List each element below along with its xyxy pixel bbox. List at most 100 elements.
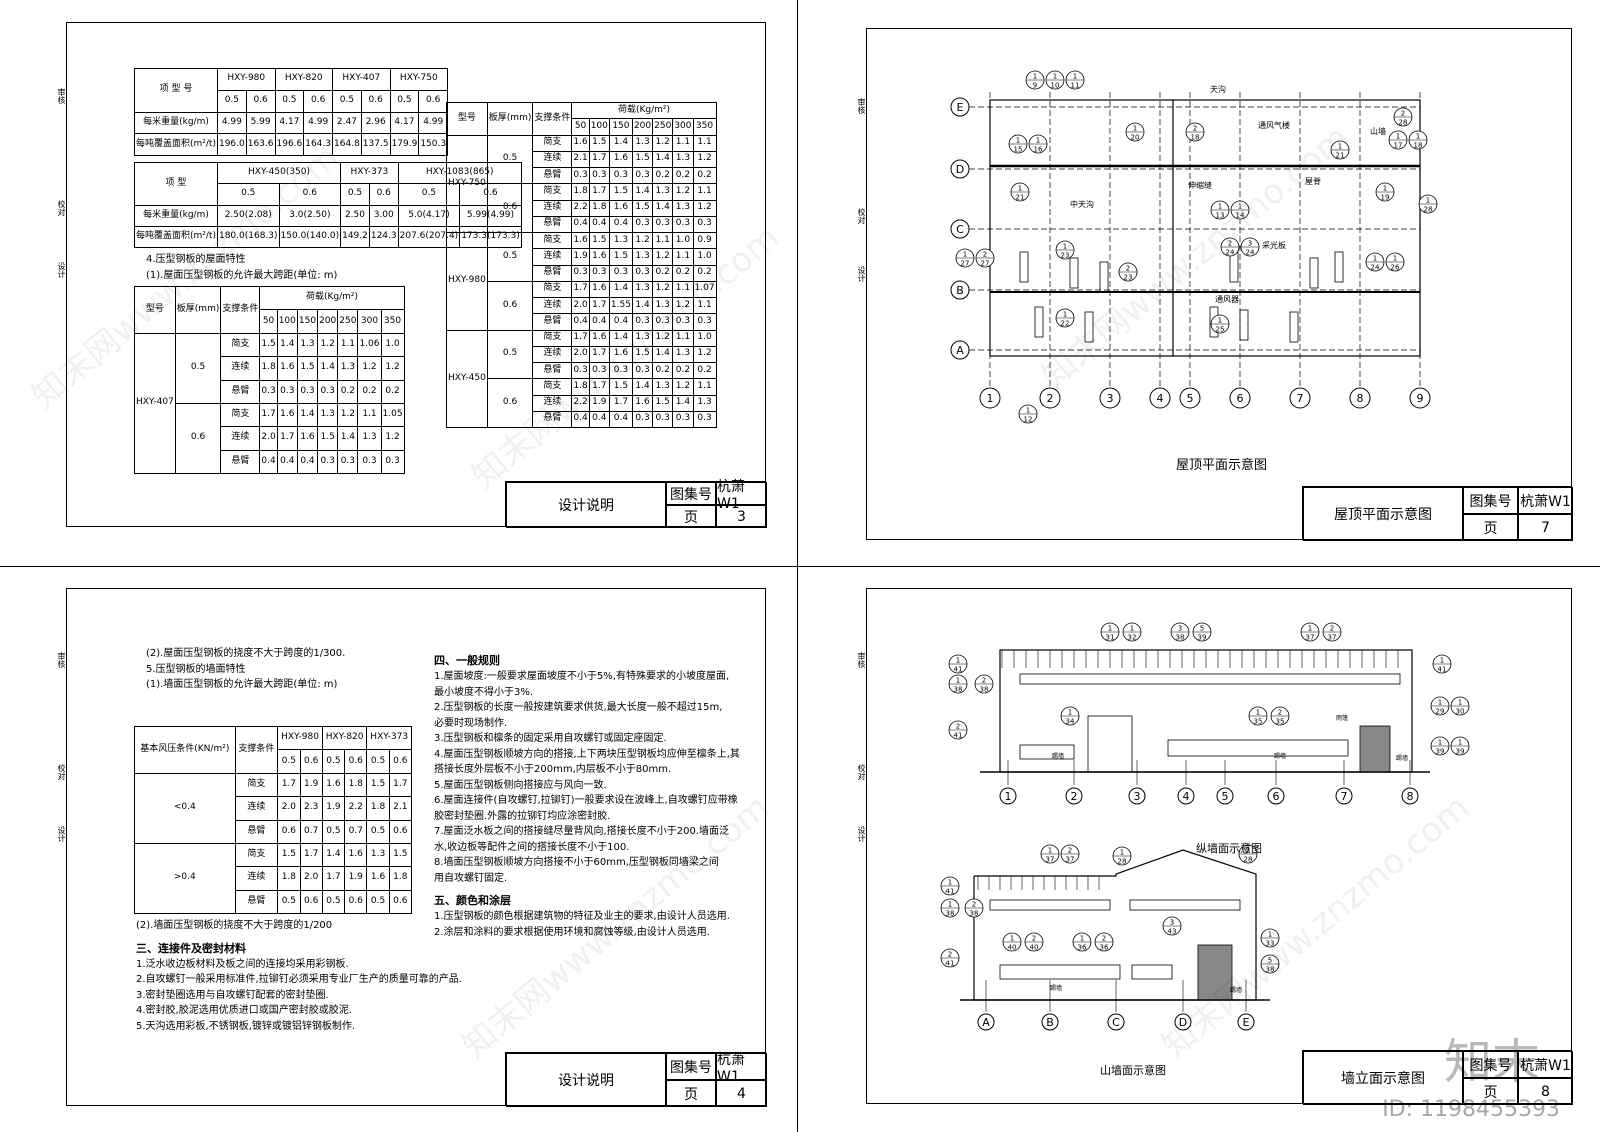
table-cell: 0.6 (299, 889, 323, 915)
table-cell: 1.7 (321, 866, 346, 891)
callout-sheet: 26 (1391, 264, 1400, 272)
callout-number: 1 (1396, 133, 1400, 141)
callout-number: 1 (1438, 739, 1442, 747)
table-cell: 0.3 (631, 215, 654, 234)
table-cell: 1.06 (357, 332, 382, 358)
table-cell: 196.0 (216, 133, 247, 156)
plan-annotation: 中天沟 (1070, 199, 1094, 209)
callout-sheet: 43 (1168, 928, 1177, 936)
table-cell: 0.3 (672, 410, 694, 429)
table-cell: 1.4 (652, 199, 674, 217)
note-line: 8.墙面压型钢板顺坡方向搭接不小于60mm,压型钢板同墙梁之间 (434, 857, 719, 869)
table-cell: 2.0 (299, 866, 323, 891)
axis-label: 7 (1341, 790, 1348, 803)
note-line: (1).墙面压型钢板的允许最大跨距(单位: m) (146, 679, 338, 690)
title-block-set-code: 杭萧W1 (716, 479, 767, 512)
callout-number: 1 (1063, 311, 1067, 319)
callout-number: 3 (1178, 625, 1182, 633)
table-cell: 1.9 (344, 866, 368, 891)
callout-number: 1 (956, 677, 960, 685)
table-cell: 1.55 (608, 296, 633, 315)
table-cell: 1.7 (588, 183, 610, 201)
side-label-check: 校对 (857, 764, 866, 780)
callout-sheet: 13 (1216, 212, 1225, 220)
note-line: 3.密封垫圈选用与自攻螺钉配套的密封垫圈. (136, 989, 329, 1001)
table-cell: 1.5 (388, 842, 413, 868)
table-cell: 3.00 (368, 204, 399, 227)
axis-label: 9 (1417, 392, 1424, 405)
table-cell: 1.4 (317, 356, 339, 381)
callout-number: 1 (1080, 935, 1084, 943)
table-cell: 1.1 (672, 329, 694, 347)
table-cell: 板厚(mm) (174, 286, 222, 334)
table-cell: 150.0(140.0) (278, 225, 342, 249)
side-label-design: 设计 (857, 266, 866, 282)
callout-sheet: 39 (1436, 748, 1445, 756)
side-label-check: 校对 (857, 208, 866, 224)
callout-number: 1 (1018, 185, 1022, 193)
title-block-set-code: 杭萧W1 (1518, 487, 1573, 514)
table-cell: 0.3 (276, 379, 298, 404)
table-cell: 连续 (532, 150, 573, 169)
table-cell: 1.8 (366, 796, 390, 821)
window-band (1019, 673, 1401, 685)
table-cell: 1.6 (366, 866, 390, 891)
axis-label: 4 (1183, 790, 1190, 803)
side-label-check: 校对 (57, 200, 66, 216)
callout-sheet: 33 (1266, 940, 1275, 948)
callout-sheet: 37 (1046, 856, 1055, 864)
table-cell: 0.6 (344, 889, 368, 915)
skylight-panel (1239, 309, 1249, 341)
skylight-panel (1084, 311, 1094, 343)
axis-bubble (1041, 1013, 1059, 1031)
table-cell: 1.4 (672, 394, 694, 412)
callout-sheet: 24 (1226, 249, 1235, 257)
entry-door (1087, 715, 1133, 773)
table-cell: 2.50 (340, 204, 370, 227)
table-cell: 荷载(Kg/m²) (571, 101, 717, 120)
table-cell: HXY-820 (274, 68, 334, 91)
side-label-design: 设计 (857, 826, 866, 842)
table-cell: 板厚(mm) (486, 102, 534, 136)
table-cell: 1.6 (588, 329, 610, 347)
table-cell: 支撑条件 (234, 726, 279, 774)
table-cell: 1.0 (692, 248, 717, 266)
table-cell: 0.3 (631, 264, 654, 282)
axis-label: 5 (1222, 790, 1229, 803)
callout-sheet: 28 (1244, 856, 1253, 864)
note-line: 用自攻螺钉固定. (434, 872, 508, 884)
callout-sheet: 39 (1198, 634, 1207, 642)
note-line: 6.屋面连接件(自攻螺钉,拉铆钉)一般要求设在波峰上,自攻螺钉应带橡 (434, 795, 738, 807)
callout-number: 1 (1048, 847, 1052, 855)
callout-number: 3 (1170, 919, 1174, 927)
table-cell: 1.3 (608, 231, 633, 250)
table-cell: 1.3 (357, 426, 382, 451)
note-line: 7.屋面泛水板之间的搭接缝尽量背风向,搭接长度不小于200.墙面泛 (434, 826, 729, 838)
axis-label: A (956, 344, 964, 357)
axis-bubble (1229, 387, 1251, 409)
table-cell: 1.2 (692, 199, 717, 217)
table-cell: 0.5 (321, 749, 346, 774)
table-cell: 连续 (220, 356, 261, 381)
table-cell: 0.3 (631, 166, 654, 185)
callout-sheet: 37 (1328, 634, 1337, 642)
table-cell: 简支 (220, 332, 261, 358)
callout-sheet: 39 (1456, 748, 1465, 756)
side-label-review: 审核 (57, 88, 66, 104)
axis-bubble (1409, 387, 1431, 409)
table-cell: >0.4 (134, 842, 236, 915)
title-block-set-code: 杭萧W1 (716, 1052, 767, 1085)
table-cell: 0.6 (486, 280, 534, 331)
axis-label: 6 (1273, 790, 1280, 803)
callout-sheet: 23 (1124, 274, 1133, 282)
axis-bubble (1177, 787, 1195, 805)
table-cell: 0.3 (631, 313, 654, 331)
table-cell: 250 (652, 118, 674, 136)
